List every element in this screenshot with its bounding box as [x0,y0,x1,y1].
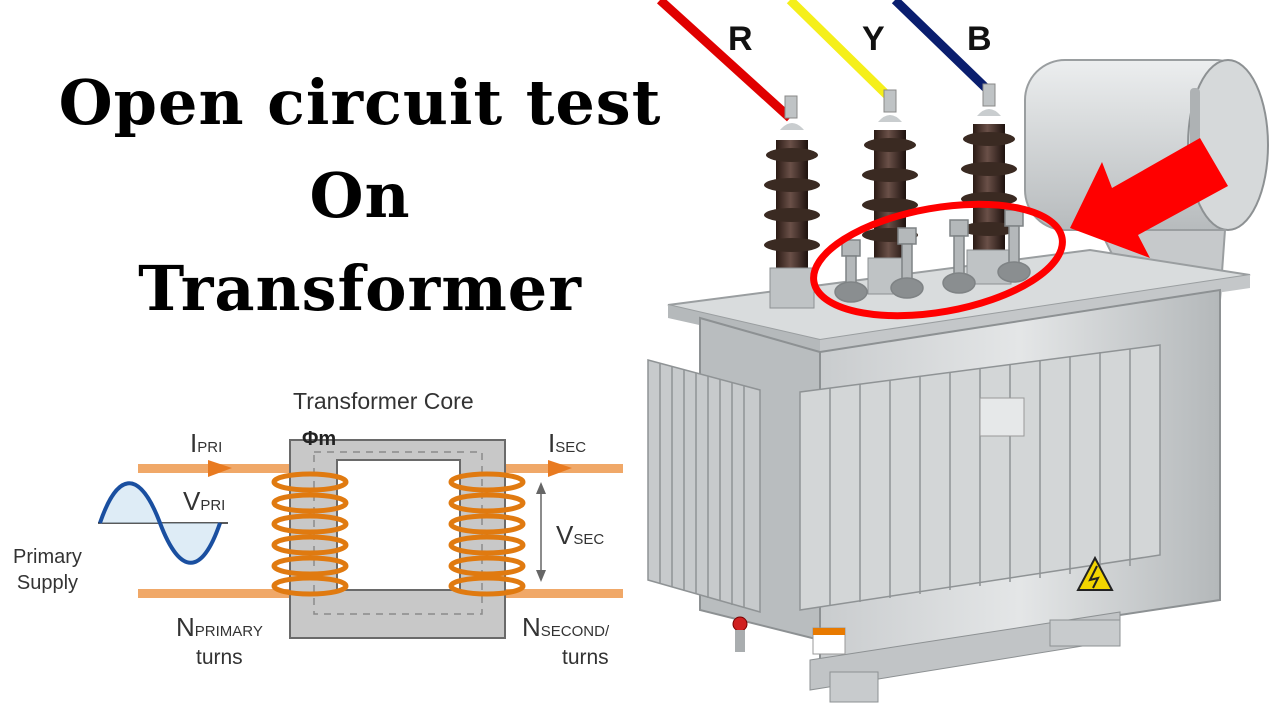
vsec-arrow-head-top [536,482,546,494]
warning-bolt [1088,565,1100,589]
isec-arrow-icon [548,460,572,477]
lv-bushings [834,209,1031,303]
tank-cover-edge-right [820,275,1250,352]
ipri-arrow-icon [208,460,232,477]
n-primary-turns: turns [196,646,243,669]
primary-coil [271,471,349,597]
tank-body [699,316,821,642]
tank-body-front [819,288,1221,662]
foot-left [829,671,879,703]
phase-label-r: R [728,20,753,58]
base-skid [809,611,1121,691]
transformer-diagram [98,439,623,639]
radiator-left [647,359,761,613]
title-line-2: On [309,159,411,232]
secondary-coil [448,471,526,597]
warning-sign-icon [1076,555,1114,591]
tank-cover [667,248,1251,342]
drain-valve-pipe [735,630,745,652]
core-window [336,459,461,591]
flux-label: Φm [302,428,337,450]
foot-right [1049,619,1121,647]
ipri-label: IPRI [190,428,223,458]
red-arrow-icon [1070,138,1228,258]
title-line-1: Open circuit test [58,66,662,139]
sine-wave-icon [98,481,222,565]
phase-label-y: Y [862,20,885,58]
warning-label [812,627,846,655]
primary-supply-label: Primary Supply [13,546,82,594]
hv-bushing-b [961,83,1017,285]
drain-valve-icon [732,616,748,632]
primary-wire-bottom [138,589,290,598]
hv-bushing-y [862,89,918,295]
warning-label-band [813,628,845,635]
title-line-3: Transformer [138,252,582,325]
secondary-wire-bottom [505,589,623,598]
n-secondary-turns: turns [562,646,609,669]
nameplate [979,397,1025,437]
hv-bushing-r [764,95,820,309]
highlight-ellipse [810,200,1066,320]
conservator-tank [1024,59,1269,312]
core-label: Transformer Core [293,388,474,414]
phase-label-b: B [967,20,992,58]
radiator-front [799,344,1161,611]
n-secondary-label: NSECOND/ [522,612,610,642]
vsec-arrow-head-bottom [536,570,546,582]
vsec-label: VSEC [556,520,605,550]
vpri-label: VPRI [183,486,226,516]
n-primary-label: NPRIMARY [176,612,263,642]
isec-label: ISEC [548,428,587,458]
